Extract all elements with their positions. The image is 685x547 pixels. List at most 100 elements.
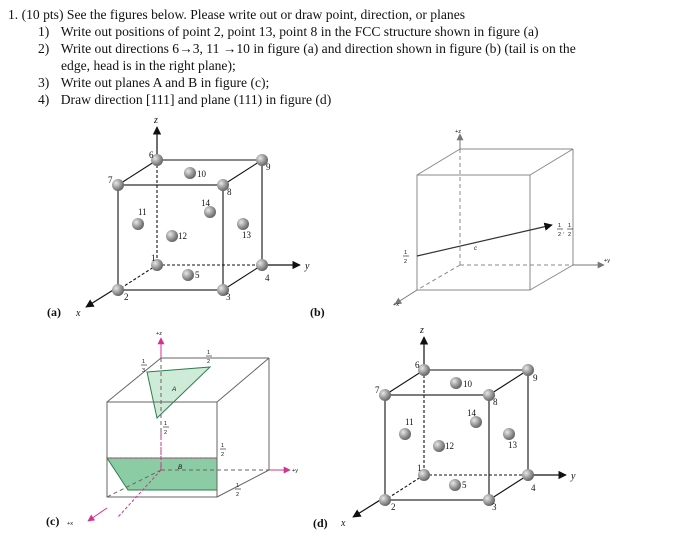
point-label-8: 8 <box>493 397 498 407</box>
svg-text:1: 1 <box>558 223 561 229</box>
point-label-10: 10 <box>197 169 207 179</box>
svg-text:2: 2 <box>404 259 407 265</box>
x-axis-label-c: +x <box>67 521 73 527</box>
item-text: Draw direction [111] and plane (111) in … <box>60 92 332 107</box>
point-label-9: 9 <box>266 162 271 172</box>
figure-a-caption: (a) <box>47 305 61 319</box>
point-label-1: 1 <box>417 463 422 473</box>
cube-d <box>384 369 529 501</box>
figure-b: +z +y +x c 1 2 1 2 , 1 2 (b) <box>310 129 610 319</box>
atom-14 <box>470 416 482 428</box>
svg-text:1: 1 <box>404 250 407 256</box>
atom-9 <box>256 154 268 166</box>
z-axis-label-b: +z <box>455 129 461 135</box>
x-axis-label-b: +x <box>393 302 399 308</box>
atom-2 <box>112 284 124 296</box>
z-axis-label: z <box>153 115 158 126</box>
figure-d: z y x <box>313 325 576 530</box>
item-text: edge, head is in the right plane); <box>61 58 236 73</box>
point-label-7: 7 <box>108 175 113 185</box>
x-axis-c <box>87 507 108 522</box>
atom-7 <box>112 179 124 191</box>
atom-5 <box>182 269 194 281</box>
point-label-6: 6 <box>149 150 154 160</box>
atom-3 <box>483 494 495 506</box>
atom-4 <box>522 469 534 481</box>
point-label-12: 12 <box>445 441 454 451</box>
atom-9 <box>522 364 534 376</box>
point-label-7: 7 <box>375 385 380 395</box>
svg-text:1: 1 <box>568 223 571 229</box>
svg-text:2: 2 <box>568 232 571 238</box>
y-axis-label-b: +y <box>604 258 610 264</box>
x-axis-label: x <box>75 308 81 319</box>
atoms-d <box>379 364 534 506</box>
plane-b <box>106 457 218 491</box>
figure-a: z y x <box>47 115 310 319</box>
point-label-14: 14 <box>467 408 477 418</box>
point-label-11: 11 <box>138 207 147 217</box>
fractions-c: 1 3 1 2 1 2 1 2 1 2 <box>141 350 241 498</box>
point-label-13: 13 <box>242 230 252 240</box>
atom-13 <box>237 218 249 230</box>
svg-text:2: 2 <box>236 492 239 498</box>
atom-11 <box>399 428 411 440</box>
x-axis-b <box>394 289 418 305</box>
atom-5 <box>449 479 461 491</box>
x-axis-label-d: x <box>340 518 346 529</box>
point-label-6: 6 <box>415 360 420 370</box>
point-label-4: 4 <box>531 483 536 493</box>
item-number: 4) <box>38 92 50 107</box>
atom-12 <box>166 230 178 242</box>
atom-4 <box>256 259 268 271</box>
point-label-13: 13 <box>508 440 518 450</box>
y-axis-label-d: y <box>570 471 576 482</box>
y-axis-label-c: +y <box>292 468 298 474</box>
question-item-2: 2) Write out directions 6→3, 11 →10 in f… <box>38 41 576 57</box>
plane-a <box>146 366 212 419</box>
point-label-3: 3 <box>226 292 231 302</box>
svg-text:1: 1 <box>207 350 210 356</box>
atom-10 <box>450 377 462 389</box>
item-text: Write out directions 6→3, 11 →10 in figu… <box>60 41 576 56</box>
question-item-2-cont: edge, head is in the right plane); <box>61 58 236 74</box>
atom-8 <box>217 179 229 191</box>
atom-1 <box>151 259 163 271</box>
point-label-5: 5 <box>462 480 467 490</box>
point-label-8: 8 <box>227 187 232 197</box>
plane-a-label: A <box>171 386 176 393</box>
point-label-10: 10 <box>463 379 473 389</box>
figure-c: +z +y +x A B 1 3 1 2 1 2 1 2 1 2 (c) <box>46 331 298 528</box>
point-label-2: 2 <box>391 502 396 512</box>
question-item-3: 3) Write out planes A and B in figure (c… <box>38 75 269 91</box>
atom-12 <box>433 440 445 452</box>
cube-c <box>106 357 270 498</box>
atom-10 <box>184 167 196 179</box>
z-axis-label-c: +z <box>156 331 162 337</box>
atom-13 <box>503 428 515 440</box>
fraction-head-b: 1 2 , 1 2 <box>557 223 573 238</box>
figure-c-caption: (c) <box>46 514 59 528</box>
item-text: Write out positions of point 2, point 13… <box>60 24 539 39</box>
atom-3 <box>217 284 229 296</box>
point-label-1: 1 <box>151 253 156 263</box>
svg-text:1: 1 <box>164 421 167 427</box>
y-axis-label: y <box>304 261 310 272</box>
plane-b-label: B <box>178 464 183 471</box>
atoms-a <box>112 154 268 296</box>
atom-7 <box>379 389 391 401</box>
point-label-4: 4 <box>265 273 270 283</box>
point-label-3: 3 <box>492 502 497 512</box>
question-item-4: 4) Draw direction [111] and plane (111) … <box>38 92 331 108</box>
atom-6 <box>151 154 163 166</box>
atom-6 <box>418 364 430 376</box>
point-label-12: 12 <box>178 231 187 241</box>
item-number: 2) <box>38 41 50 56</box>
svg-text:,: , <box>563 229 565 235</box>
question-item-1: 1) Write out positions of point 2, point… <box>38 24 539 40</box>
svg-text:1: 1 <box>221 443 224 449</box>
figure-d-caption: (d) <box>313 516 328 530</box>
item-number: 1) <box>38 24 50 39</box>
svg-text:2: 2 <box>221 452 224 458</box>
